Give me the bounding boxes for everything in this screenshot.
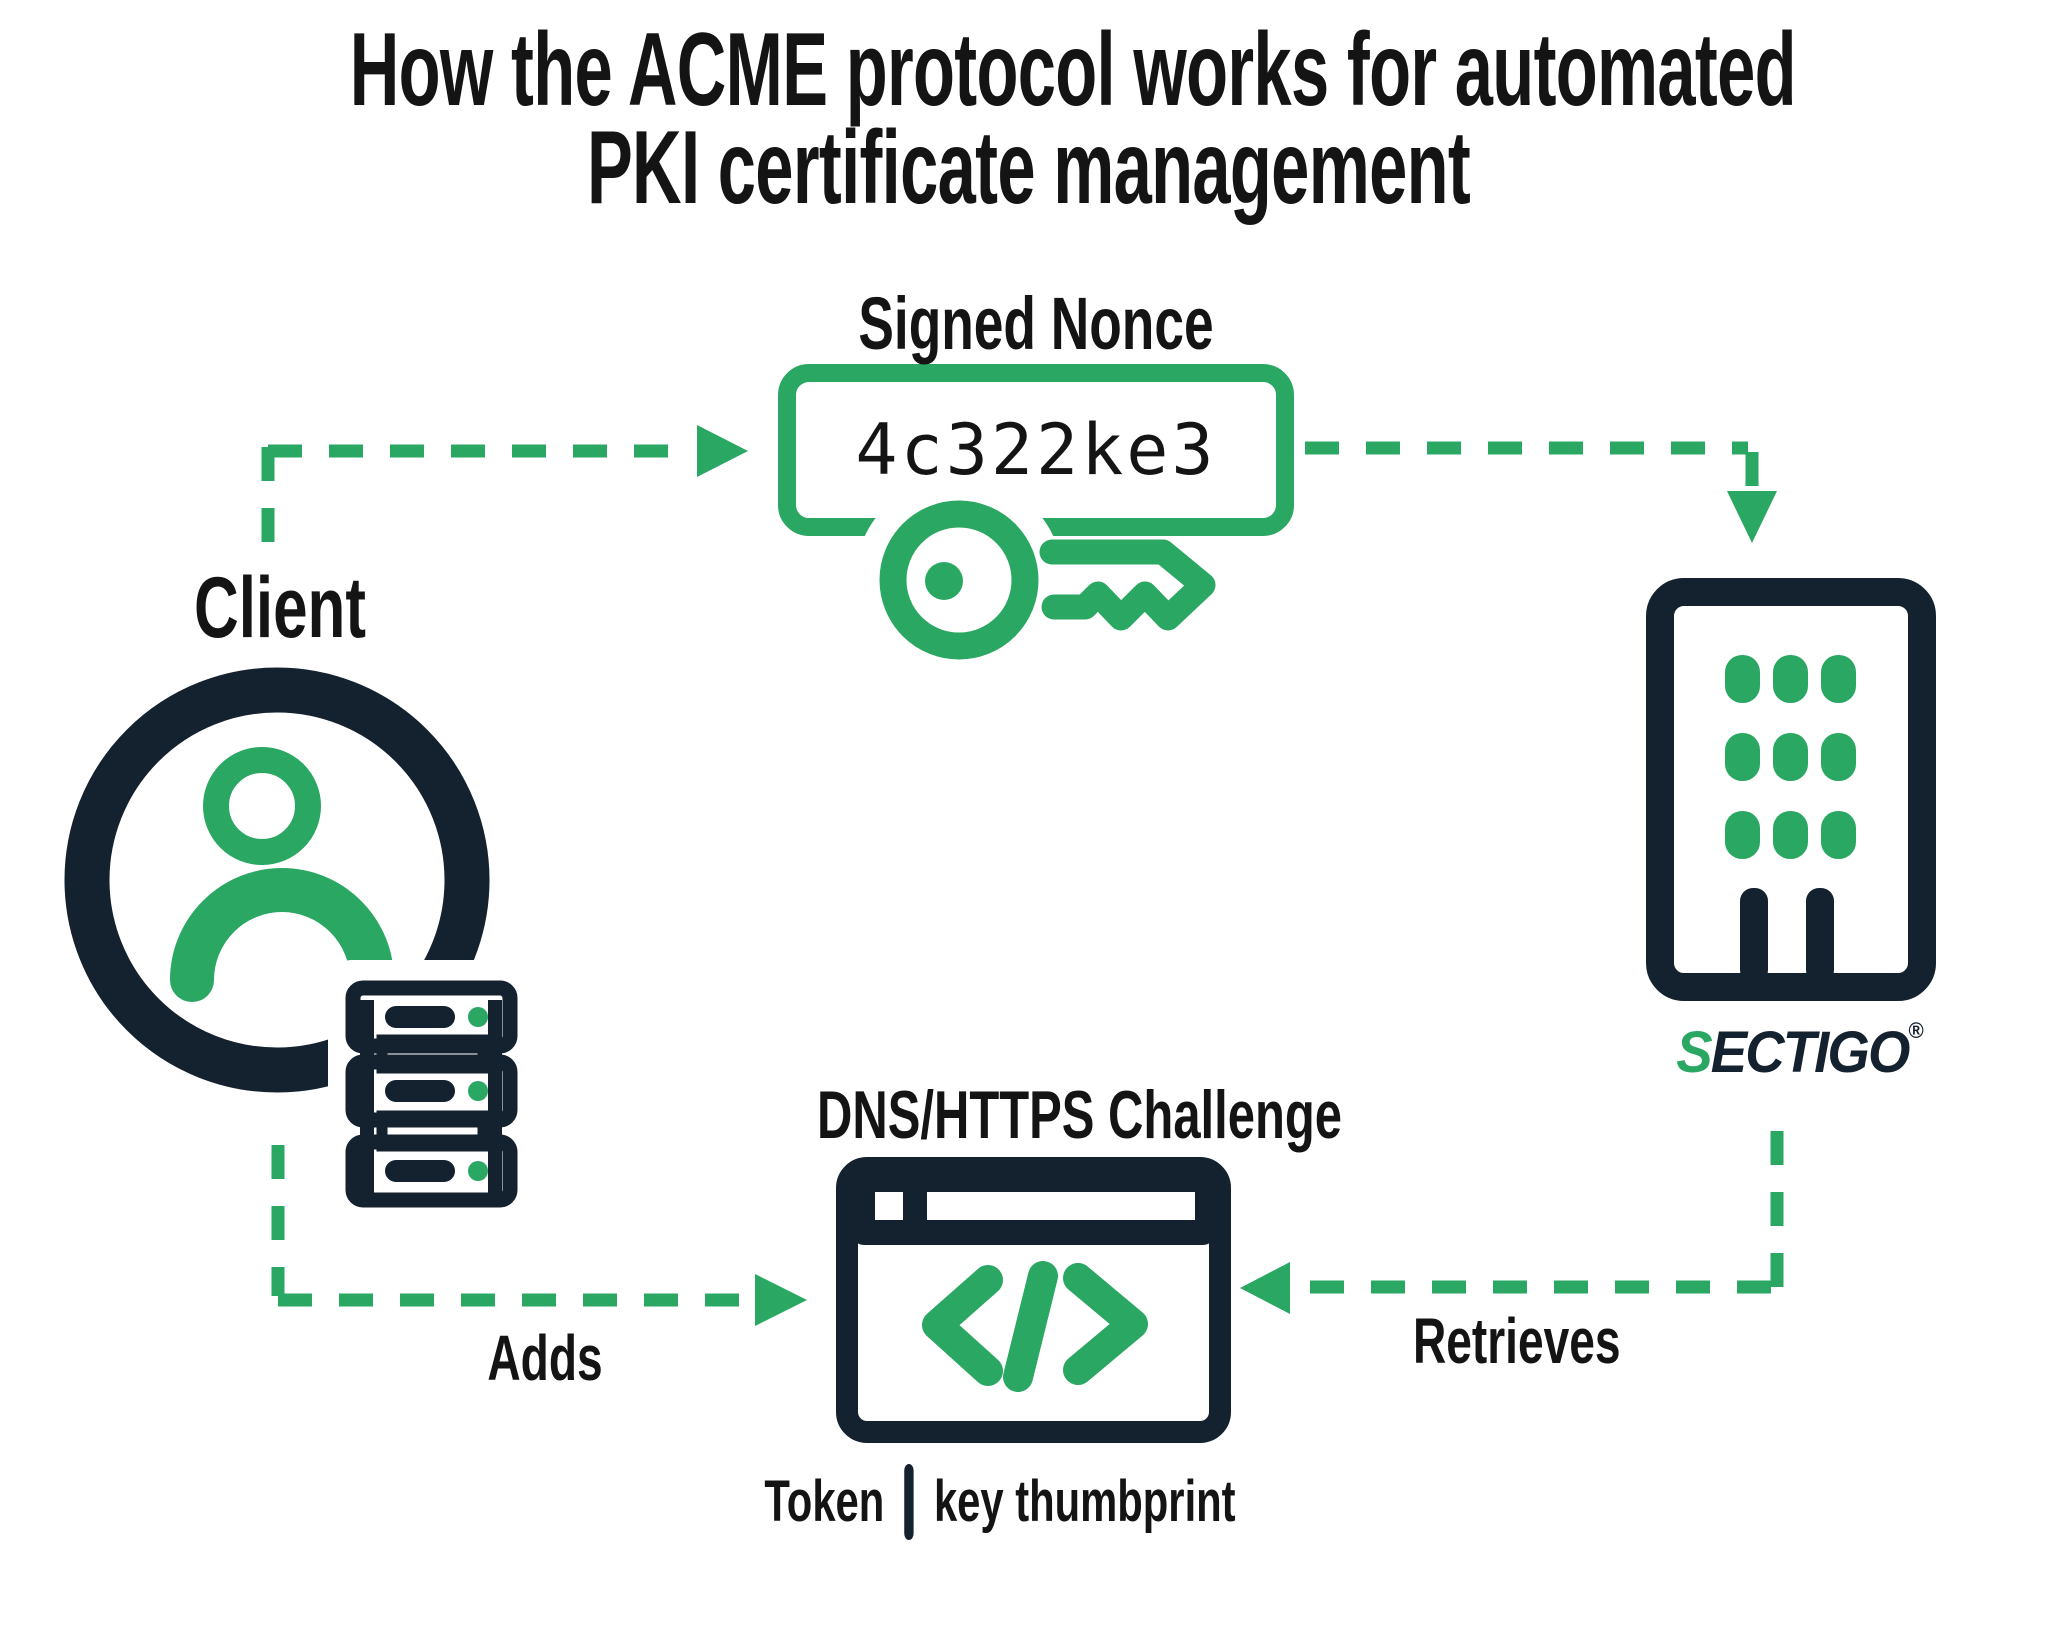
server-led (468, 1161, 488, 1181)
server-led (468, 1081, 488, 1101)
sectigo-logo-initial: S (1676, 1020, 1712, 1085)
browser-address-bar (927, 1192, 1195, 1220)
key-thumbprint-label: key thumbprint (933, 1469, 1236, 1534)
separator-bar (904, 1464, 914, 1540)
user-icon (64, 667, 490, 1093)
arrowhead-left-icon (1240, 1262, 1290, 1314)
browser-button (875, 1192, 903, 1220)
dashed-arrow-nonce-to-ca (1305, 441, 1777, 543)
page-title: How the ACME protocol works for automate… (349, 12, 1797, 226)
server-led (468, 1007, 488, 1027)
client-label: Client (193, 560, 367, 656)
dashed-arrow-retrieves (1240, 1130, 1784, 1314)
arrowhead-down-icon (1727, 491, 1777, 543)
dashed-arrow-adds (271, 1145, 807, 1326)
nonce-value: 4c322ke3 (855, 409, 1217, 491)
token-label: Token (764, 1469, 885, 1534)
person-head (203, 747, 321, 865)
person-body (170, 868, 394, 1002)
sectigo-logo: SECTIGO® (1650, 1020, 1951, 1082)
signed-nonce-label: Signed Nonce (858, 282, 1214, 365)
code-icon (922, 1261, 1148, 1392)
sectigo-logo-rest: ECTIGO (1710, 1020, 1911, 1085)
adds-label: Adds (487, 1322, 603, 1394)
building-door (1806, 888, 1834, 983)
browser-window-icon (836, 1157, 1231, 1443)
building-door (1740, 888, 1768, 983)
page-title-line1: How the ACME protocol works for automate… (349, 12, 1797, 128)
retrieves-label: Retrieves (1413, 1305, 1621, 1377)
building-icon (1646, 578, 1936, 1001)
page-title-line2: PKI certificate management (586, 109, 1471, 226)
registered-trademark-icon: ® (1908, 1018, 1924, 1043)
dashed-arrow-client-to-nonce (261, 425, 748, 542)
key-icon (855, 476, 1216, 684)
challenge-label: DNS/HTTPS Challenge (817, 1077, 1343, 1153)
arrowhead-right-icon (755, 1274, 807, 1326)
server-stack-icon (328, 960, 538, 1232)
challenge-footer: Token key thumbprint (748, 1462, 1252, 1542)
arrowhead-right-icon (697, 425, 748, 477)
